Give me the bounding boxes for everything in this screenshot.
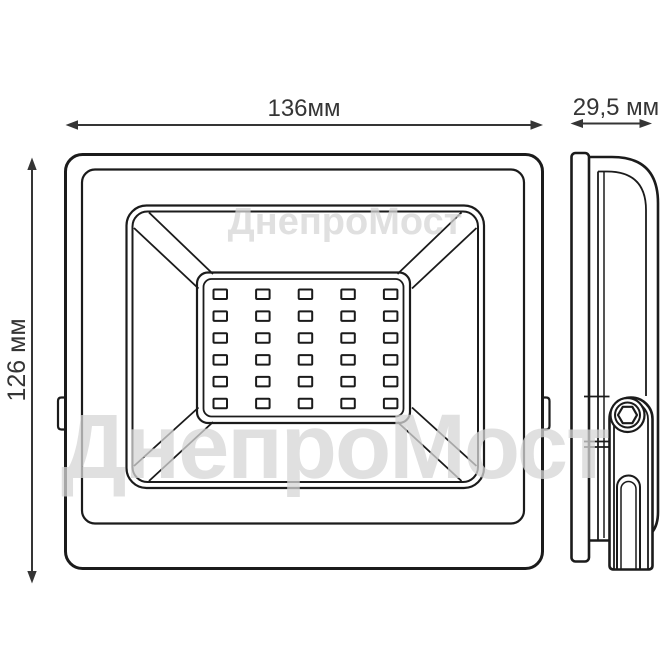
led-chip — [255, 375, 271, 388]
led-chip — [297, 332, 314, 344]
led-chip — [255, 354, 271, 366]
width-dimension: 136мм — [65, 95, 543, 130]
led-chip — [340, 397, 356, 410]
led-chip — [212, 397, 228, 410]
led-chip — [212, 332, 228, 344]
bezel-inner-outline — [131, 210, 479, 483]
seam-top-right-a — [396, 211, 463, 275]
led-panel-outer-outline — [195, 271, 412, 425]
led-chip — [255, 332, 271, 344]
front-view — [56, 153, 551, 570]
depth-dimension: 29,5 мм — [570, 94, 659, 128]
led-chip — [297, 354, 314, 366]
led-chip — [382, 288, 399, 300]
width-dimension-label: 136мм — [267, 95, 340, 122]
seam-bottom-right-b — [396, 421, 463, 482]
led-chip — [382, 397, 399, 410]
led-chip — [382, 354, 399, 366]
bracket-slot-outer — [616, 474, 641, 570]
seam-top-left-a — [148, 211, 214, 275]
seam-top-right-b — [411, 227, 478, 290]
housing-outer-outline — [64, 153, 544, 570]
seam-bottom-right-a — [411, 406, 478, 467]
led-panel-inner-outline — [202, 278, 405, 418]
led-chip — [340, 354, 356, 366]
led-chip — [255, 310, 271, 322]
left-pivot-tab — [56, 396, 66, 431]
height-arrowhead-bottom — [27, 571, 37, 584]
right-pivot-tab — [541, 396, 551, 431]
led-chip — [297, 288, 314, 300]
led-chip — [212, 354, 228, 366]
height-arrowhead-top — [27, 157, 37, 170]
seam-top-left-b — [133, 227, 200, 290]
watermark-text: ДнепроМост — [61, 396, 609, 498]
led-chip — [382, 332, 399, 344]
led-chip — [297, 375, 314, 388]
led-chip — [255, 288, 271, 300]
led-chip — [255, 397, 271, 410]
bracket-slot-inner — [620, 480, 637, 570]
led-chip — [212, 310, 228, 322]
depth-dimension-label: 29,5 мм — [573, 94, 659, 121]
height-dimension: 126 мм — [3, 157, 37, 584]
led-chip — [382, 310, 399, 322]
width-arrowhead-left — [65, 120, 78, 130]
led-chip — [382, 375, 399, 388]
bolt-washer-circle — [614, 401, 641, 429]
led-chip — [340, 310, 356, 322]
led-chip — [340, 288, 356, 300]
width-arrowhead-right — [530, 120, 543, 130]
side-view — [570, 151, 660, 571]
led-chip — [340, 332, 356, 344]
led-chip — [340, 375, 356, 388]
depth-arrowhead-left — [570, 119, 583, 128]
housing-inner-outline — [80, 168, 526, 525]
reflector-seams — [133, 211, 478, 482]
side-body-inner-curve — [598, 170, 647, 396]
bezel-outer-outline — [125, 204, 486, 490]
depth-arrowhead-right — [639, 119, 652, 128]
led-chip — [297, 397, 314, 410]
led-chip — [212, 375, 228, 388]
seam-bottom-left-a — [133, 406, 200, 467]
led-chip — [297, 310, 314, 322]
side-front-plate — [570, 151, 591, 563]
height-dimension-label: 126 мм — [3, 318, 31, 401]
bolt-hex-head — [616, 405, 639, 425]
led-chip — [212, 288, 228, 300]
led-grid — [212, 288, 399, 410]
seam-bottom-left-b — [148, 421, 214, 482]
watermark-text-small: ДнепроМост — [228, 201, 463, 243]
